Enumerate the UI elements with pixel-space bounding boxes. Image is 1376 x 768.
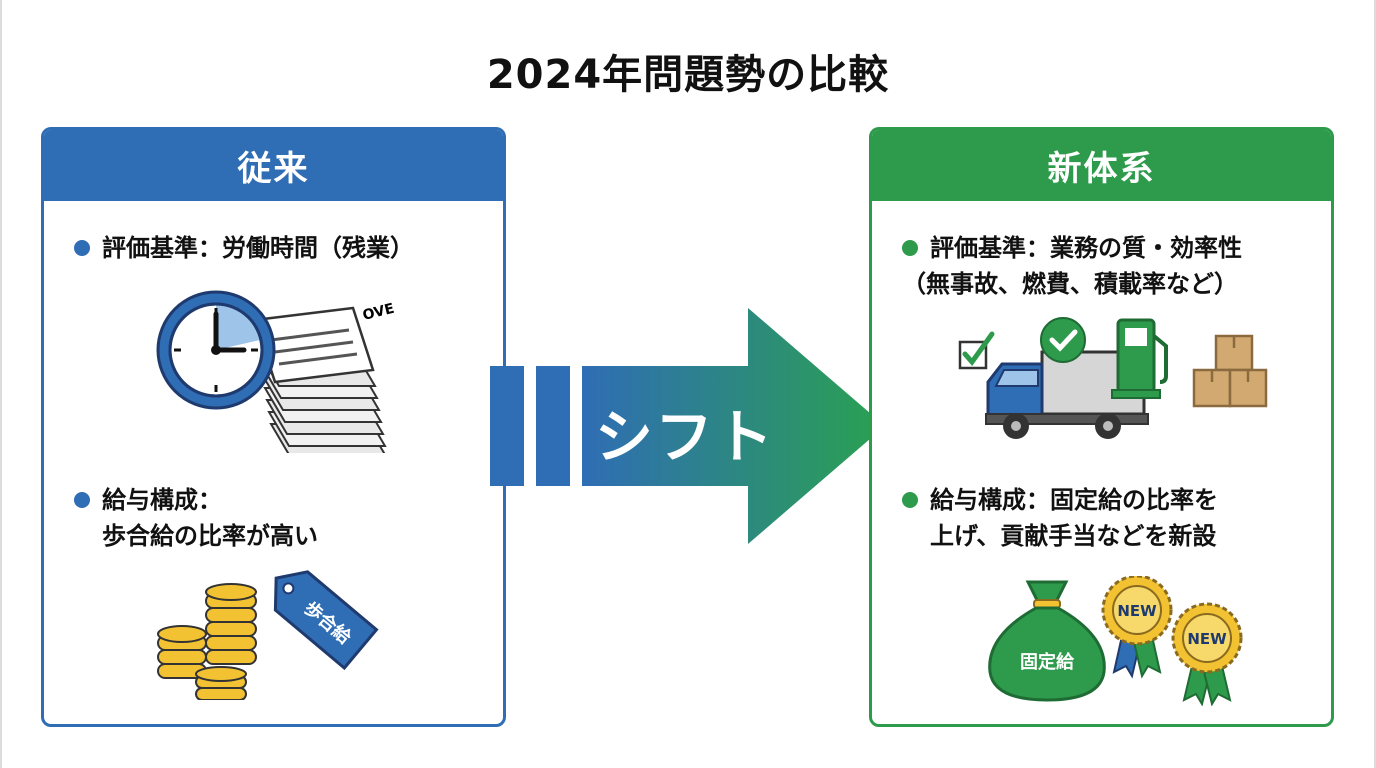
- document-stack-icon: OVE: [253, 301, 394, 453]
- new-evaluation-line2: （無事故、燃費、積載率など）: [902, 270, 1238, 298]
- new-system-header: 新体系: [872, 130, 1331, 201]
- shift-label: シフト: [595, 403, 776, 471]
- moneybag-and-badges-illustration: 固定給 NEW NEW: [988, 576, 1243, 706]
- arrow-body: [582, 308, 885, 544]
- old-salary-line1: 給与構成：: [102, 486, 222, 514]
- new-salary-line2: 上げ、貢献手当などを新設: [930, 522, 1217, 550]
- old-salary-line2: 歩合給の比率が高い: [102, 522, 318, 550]
- checkbox-icon: [958, 331, 995, 370]
- boxes-icon: [1192, 334, 1268, 408]
- fuel-pump-icon: [1111, 318, 1168, 399]
- bullet-dot: [74, 492, 90, 508]
- new-badge-icon-2: NEW: [1171, 602, 1243, 706]
- badge-1-label: NEW: [1117, 602, 1157, 620]
- clock-icon: [156, 290, 276, 410]
- old-system-header: 従来: [44, 130, 503, 201]
- old-evaluation-item: 評価基準：労働時間（残業）: [74, 230, 414, 266]
- shift-arrow: [490, 308, 885, 544]
- new-salary-line1: 給与構成：固定給の比率を: [930, 486, 1218, 514]
- badge-2-label: NEW: [1187, 630, 1227, 648]
- old-system-panel: 従来 評価基準：労働時間（残業） OVE: [41, 127, 506, 727]
- bullet-dot: [74, 240, 90, 256]
- coins-and-tag-illustration: 歩合給: [157, 570, 379, 700]
- old-evaluation-text: 評価基準：労働時間（残業）: [102, 234, 414, 262]
- new-badge-icon-1: NEW: [1101, 576, 1173, 679]
- new-evaluation-item: 評価基準：業務の質・効率性 （無事故、燃費、積載率など）: [902, 230, 1242, 302]
- price-tag-icon: 歩合給: [273, 570, 379, 671]
- document-label: OVE: [361, 301, 394, 324]
- money-bag-label: 固定給: [1020, 651, 1075, 673]
- page-border-left: [0, 0, 2, 768]
- arrow-bar-2: [536, 366, 570, 486]
- new-evaluation-line1: 評価基準：業務の質・効率性: [930, 234, 1242, 262]
- bullet-dot: [902, 492, 918, 508]
- check-circle-icon: [1040, 317, 1086, 363]
- clock-and-documents-illustration: OVE: [156, 290, 394, 453]
- old-salary-item: 給与構成： 歩合給の比率が高い: [74, 482, 318, 554]
- arrow-bar-1: [490, 366, 524, 486]
- money-bag-icon: 固定給: [988, 580, 1106, 702]
- page-title: 2024年問題勢の比較: [486, 52, 890, 98]
- coin-stack-icon: [157, 583, 257, 700]
- new-system-panel: 新体系 評価基準：業務の質・効率性 （無事故、燃費、積載率など）: [869, 127, 1334, 727]
- bullet-dot: [902, 240, 918, 256]
- truck-fuel-boxes-illustration: [958, 317, 1268, 439]
- page-border-right: [1374, 0, 1376, 768]
- new-salary-item: 給与構成：固定給の比率を 上げ、貢献手当などを新設: [902, 482, 1218, 554]
